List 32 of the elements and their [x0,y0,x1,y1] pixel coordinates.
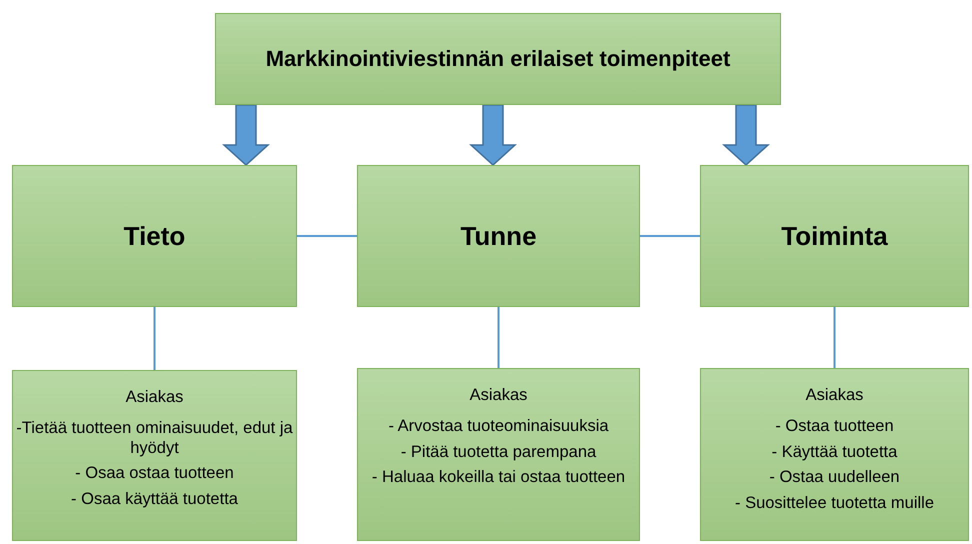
connector-line [640,235,700,237]
description-box [700,368,969,541]
block-arrow [469,104,517,166]
bullet-text: - Suosittelee tuotetta muille [734,494,934,514]
stage-box [12,165,297,307]
heading-text: Tunne [460,220,537,252]
bullet-text: - Arvostaa tuoteominaisuuksia [388,416,609,437]
stage-box [357,165,640,307]
block-arrow [222,104,270,166]
bullet-text: - Osaa ostaa tuotteen [75,464,234,484]
heading-text: Tieto [124,220,186,252]
title-text: Markkinointiviestinnän erilaiset toimenpiteet [266,46,730,72]
connector-line [297,235,357,237]
bullet-text: -Tietää tuotteen ominaisuudet, edut ja hyödyt [15,418,294,458]
bullet-text: - Käyttää tuotetta [772,442,898,462]
heading-text: Asiakas [806,386,864,406]
connector-line [154,307,156,370]
description-box [12,370,297,541]
connector-line [498,307,500,368]
bullet-text: - Pitää tuotetta parempana [400,442,596,462]
heading-text: Asiakas [470,386,528,406]
description-box [357,368,640,541]
heading-text: Asiakas [126,388,184,408]
title-box [215,13,781,105]
block-arrow [722,104,770,166]
connector-line [834,307,836,368]
bullet-text: - Ostaa uudelleen [769,468,900,488]
bullet-text: - Haluaa kokeilla tai ostaa tuotteen [372,468,626,488]
bullet-text: - Ostaa tuotteen [775,416,894,437]
heading-text: Toiminta [781,220,888,252]
stage-box [700,165,969,307]
bullet-text: - Osaa käyttää tuotetta [71,490,238,510]
